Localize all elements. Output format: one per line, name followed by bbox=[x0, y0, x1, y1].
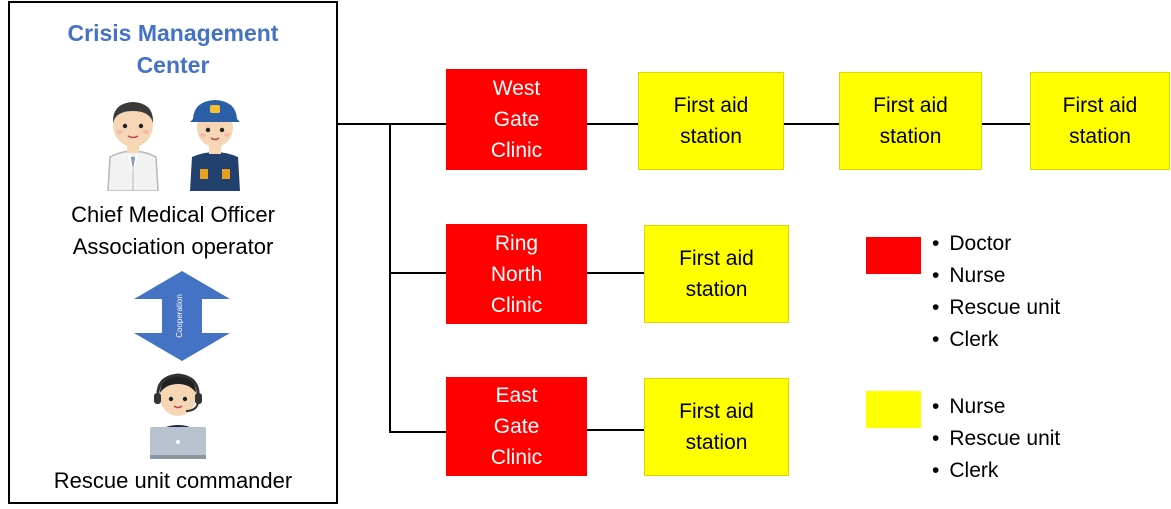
clinic-label-line: West bbox=[492, 77, 541, 100]
cooperation-arrow: Cooperation bbox=[132, 271, 232, 361]
station-label-line: station bbox=[879, 125, 942, 148]
legend-item: Clerk bbox=[932, 324, 1060, 356]
ring-north-clinic: Ring North Clinic bbox=[446, 224, 587, 324]
connector-trunk-vertical bbox=[389, 123, 391, 433]
clinic-label-line: Gate bbox=[493, 415, 540, 438]
clinic-label-line: Clinic bbox=[490, 139, 543, 162]
legend-swatch-yellow bbox=[866, 391, 921, 428]
station-label-line: First aid bbox=[1062, 94, 1138, 117]
center-title-line-2: Center bbox=[136, 52, 210, 78]
connector-ring-station bbox=[587, 272, 644, 274]
connector-to-west bbox=[389, 123, 446, 125]
center-title-line-1: Crisis Management bbox=[67, 20, 279, 46]
crisis-management-center-panel: Crisis Management Center bbox=[8, 1, 338, 504]
operator-group bbox=[142, 371, 214, 459]
clinic-label-line: Gate bbox=[493, 108, 540, 131]
station-label-line: First aid bbox=[873, 94, 948, 117]
station-label-line: station bbox=[685, 278, 748, 301]
legend-item: Nurse bbox=[932, 260, 1060, 292]
center-title: Crisis Management Center bbox=[10, 17, 336, 81]
station-label-line: station bbox=[685, 431, 748, 454]
legend-item: Doctor bbox=[932, 228, 1060, 260]
legend-list-red: Doctor Nurse Rescue unit Clerk bbox=[932, 228, 1060, 356]
legend-item: Rescue unit bbox=[932, 292, 1060, 324]
clinic-label-line: Clinic bbox=[490, 446, 543, 469]
connector-west-station-1 bbox=[587, 123, 638, 125]
west-gate-clinic: West Gate Clinic bbox=[446, 69, 587, 170]
operator-with-laptop-icon bbox=[150, 373, 206, 459]
legend-item: Rescue unit bbox=[932, 423, 1060, 455]
first-aid-station-ring: First aid station bbox=[644, 225, 789, 323]
clinic-label-line: Ring bbox=[494, 231, 539, 255]
first-aid-station-west-1: First aid station bbox=[638, 72, 784, 170]
connector-west-station-3 bbox=[982, 123, 1030, 125]
first-aid-station-west-3: First aid station bbox=[1030, 72, 1170, 170]
first-aid-station-east: First aid station bbox=[644, 378, 789, 476]
legend-item: Clerk bbox=[932, 455, 1060, 487]
legend-swatch-red bbox=[866, 237, 921, 274]
clinic-label-line: North bbox=[490, 262, 543, 286]
east-gate-clinic: East Gate Clinic bbox=[446, 377, 587, 476]
officer-icon bbox=[190, 100, 240, 191]
officer-roles: Chief Medical Officer Association operat… bbox=[10, 199, 336, 263]
connector-east-station bbox=[587, 429, 644, 431]
doctor-icon bbox=[107, 102, 159, 191]
connector-west-station-2 bbox=[784, 123, 839, 125]
clinic-label-line: Clinic bbox=[490, 293, 543, 317]
connector-to-ring bbox=[389, 272, 446, 274]
connector-to-east bbox=[389, 431, 446, 433]
cooperation-label: Cooperation bbox=[175, 294, 184, 338]
legend-list-yellow: Nurse Rescue unit Clerk bbox=[932, 391, 1060, 487]
clinic-label-line: East bbox=[495, 384, 538, 407]
station-label-line: station bbox=[680, 125, 742, 148]
station-label-line: First aid bbox=[679, 247, 754, 270]
legend-item: Nurse bbox=[932, 391, 1060, 423]
avatars-group bbox=[10, 95, 336, 191]
station-label-line: First aid bbox=[679, 400, 754, 423]
connector-panel-to-trunk bbox=[338, 123, 391, 125]
station-label-line: station bbox=[1069, 125, 1131, 148]
role-chief-medical-officer: Chief Medical Officer bbox=[71, 202, 275, 227]
first-aid-station-west-2: First aid station bbox=[839, 72, 982, 170]
role-association-operator: Association operator bbox=[72, 234, 274, 259]
station-label-line: First aid bbox=[673, 94, 749, 117]
double-arrow-icon: Cooperation bbox=[134, 271, 230, 361]
rescue-unit-commander-label: Rescue unit commander bbox=[53, 468, 293, 493]
